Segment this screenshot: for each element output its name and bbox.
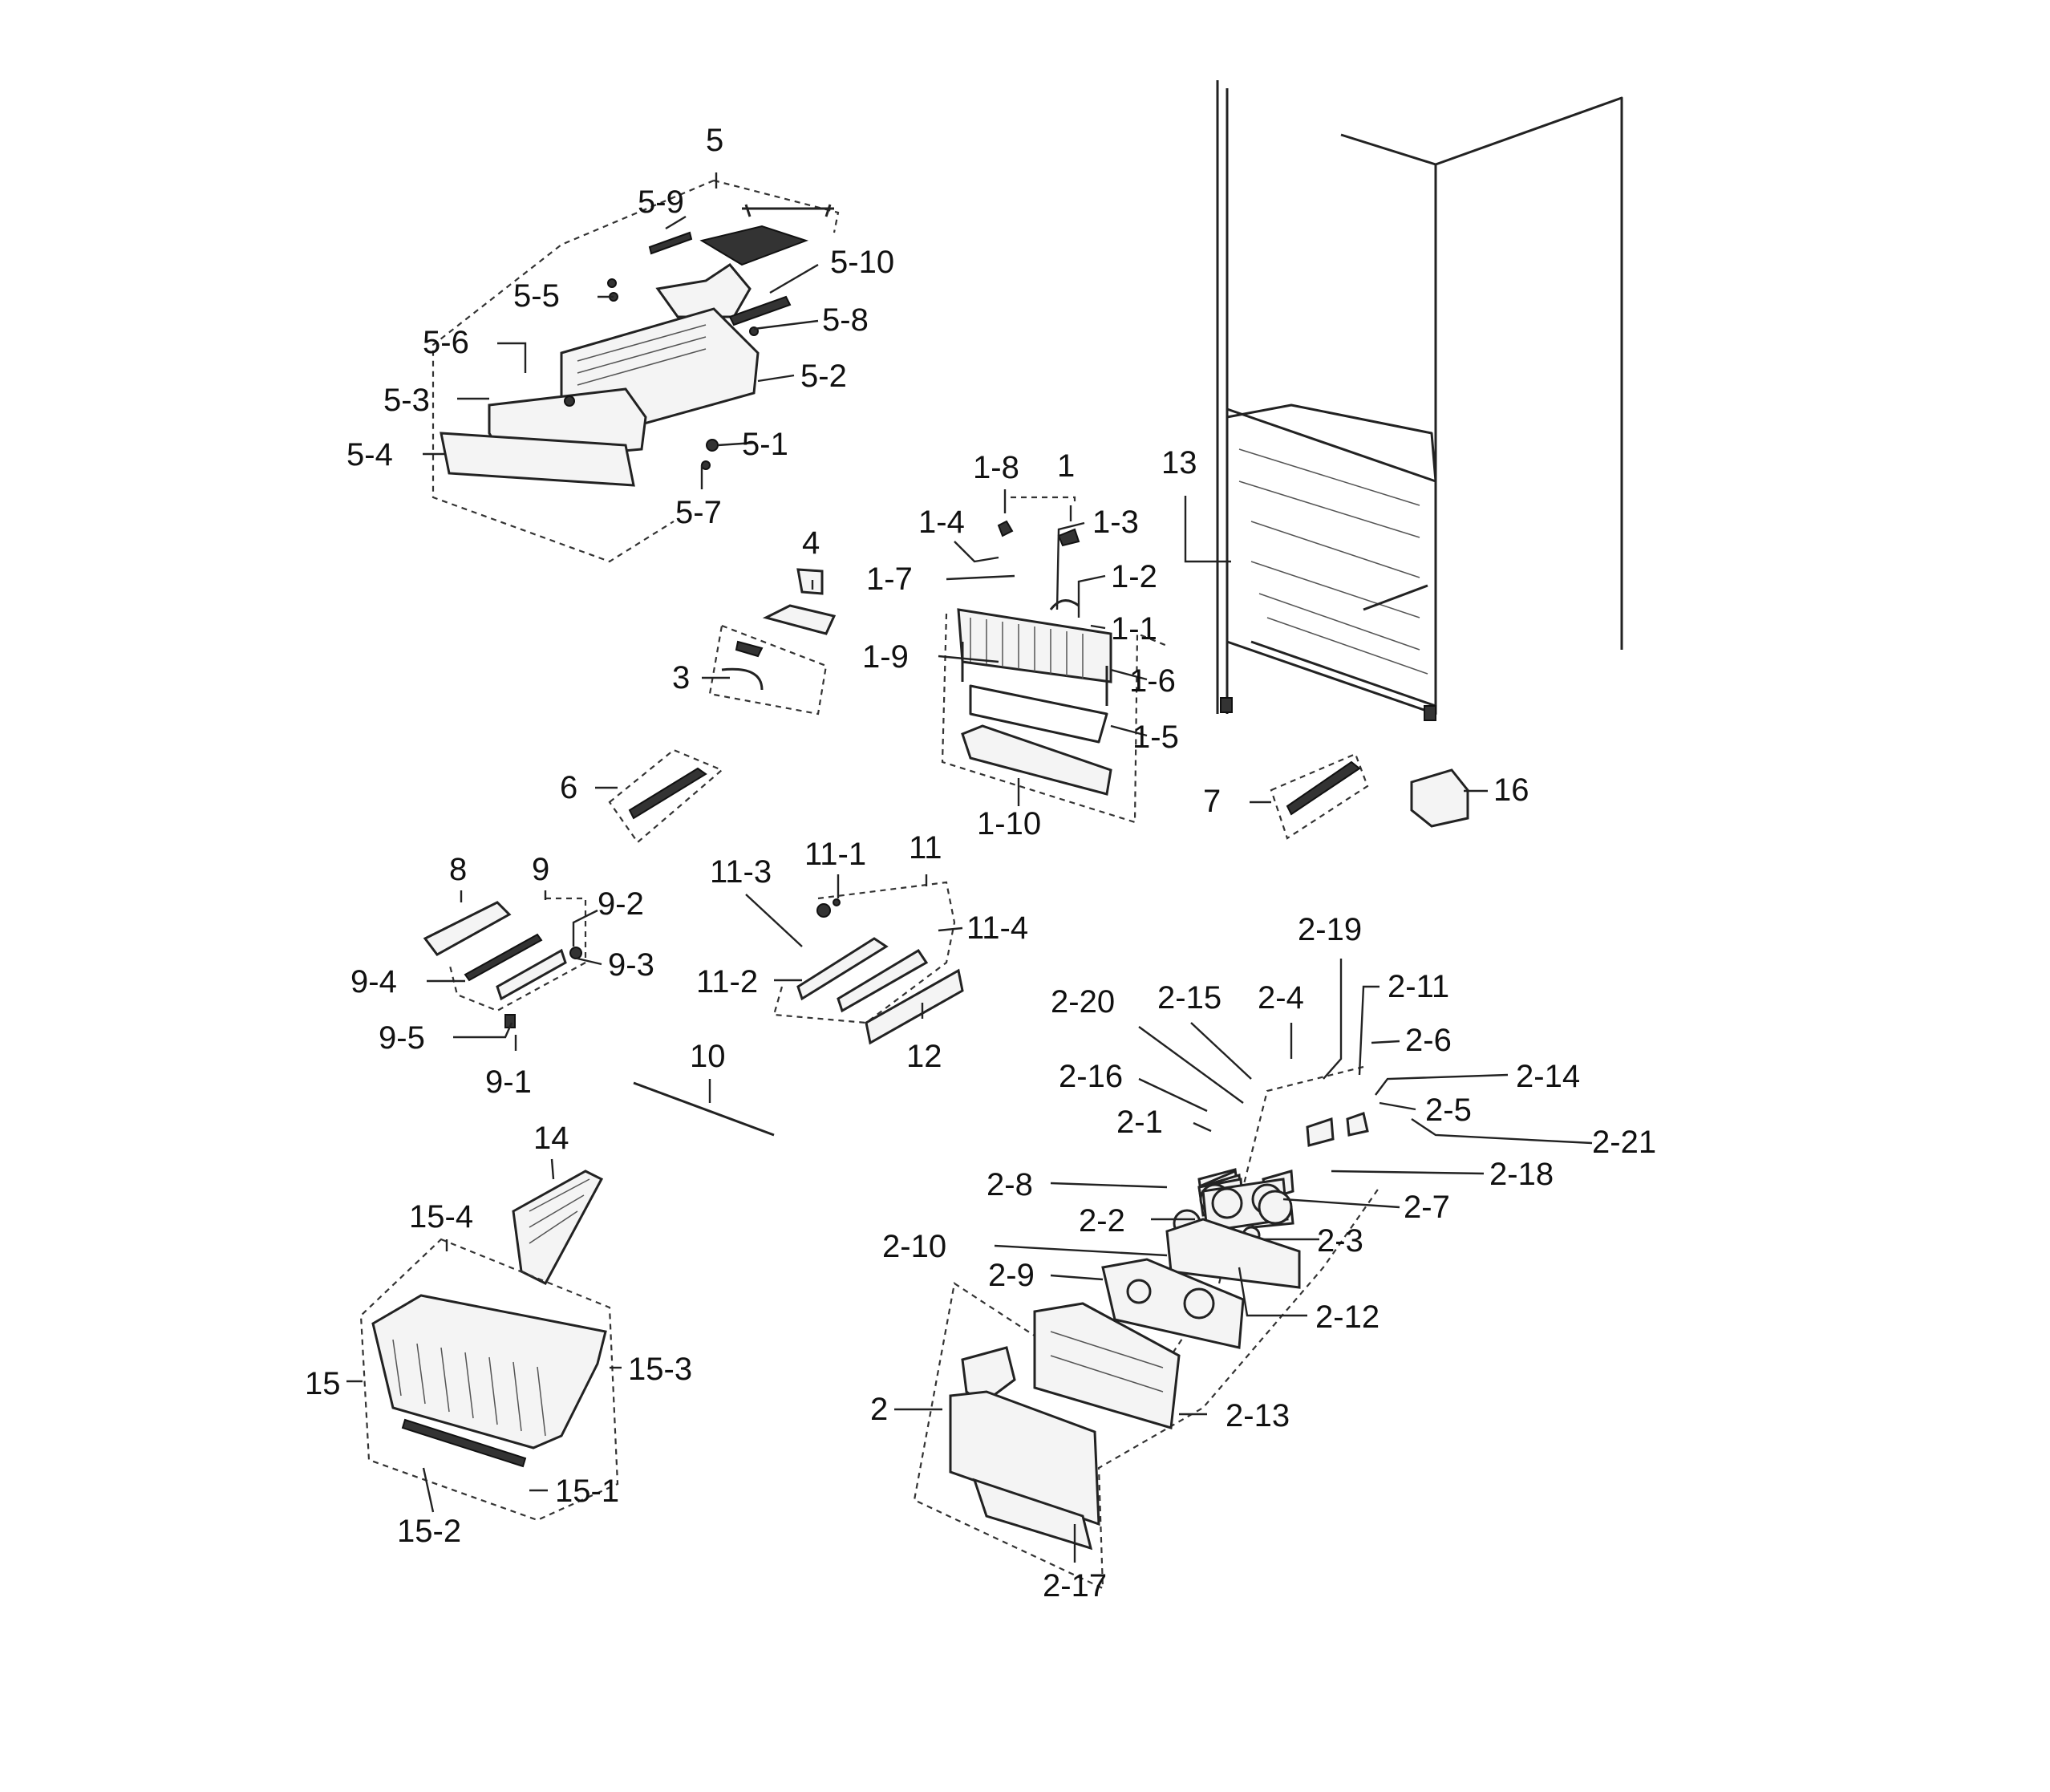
label-2-8: 2-8: [987, 1167, 1033, 1202]
evaporator-assembly-1: [941, 496, 1168, 824]
label-1-1: 1-1: [1111, 611, 1157, 647]
label-14: 14: [533, 1121, 569, 1156]
label-4: 4: [802, 525, 820, 561]
label-5-2: 5-2: [800, 359, 847, 394]
label-2-15: 2-15: [1157, 980, 1221, 1016]
refrigerator-cabinet: [1216, 80, 1623, 721]
label-2-19: 2-19: [1298, 912, 1362, 947]
label-2-7: 2-7: [1404, 1190, 1450, 1225]
label-5-4: 5-4: [346, 437, 393, 472]
label-5-5: 5-5: [513, 278, 560, 314]
label-1-4: 1-4: [918, 505, 965, 540]
label-5-7: 5-7: [675, 495, 722, 530]
label-5-6: 5-6: [423, 325, 469, 360]
label-2-1: 2-1: [1116, 1105, 1163, 1140]
label-2-2: 2-2: [1079, 1203, 1125, 1239]
label-2-13: 2-13: [1226, 1398, 1290, 1433]
label-5-9: 5-9: [638, 184, 684, 220]
label-11-4: 11-4: [966, 910, 1028, 946]
leader-lines: [346, 172, 1593, 1563]
label-2-17: 2-17: [1043, 1568, 1107, 1603]
label-2-3: 2-3: [1317, 1223, 1363, 1259]
label-2-12: 2-12: [1315, 1299, 1379, 1335]
callout-labels: 5 5-9 5-10 5-5 5-8 5-6 5-2 5-3 5-1 5-4 5…: [305, 123, 1656, 1603]
label-9-3: 9-3: [608, 947, 654, 983]
label-2-21: 2-21: [1592, 1125, 1656, 1160]
label-9-1: 9-1: [485, 1064, 532, 1100]
label-9: 9: [532, 852, 549, 887]
label-9-5: 9-5: [379, 1020, 425, 1056]
label-2-5: 2-5: [1425, 1093, 1472, 1128]
label-15-3: 15-3: [628, 1352, 692, 1387]
label-1-8: 1-8: [973, 450, 1019, 485]
label-2-14: 2-14: [1516, 1059, 1580, 1094]
label-11-2: 11-2: [696, 964, 758, 999]
label-15: 15: [305, 1366, 341, 1401]
label-11-3: 11-3: [710, 854, 772, 890]
label-1-6: 1-6: [1129, 663, 1176, 699]
label-13: 13: [1161, 445, 1197, 480]
label-5: 5: [706, 123, 723, 158]
label-2-16: 2-16: [1059, 1059, 1123, 1094]
label-9-2: 9-2: [598, 886, 644, 922]
label-11: 11: [909, 830, 942, 866]
label-1-7: 1-7: [866, 562, 913, 597]
label-5-10: 5-10: [830, 245, 894, 280]
label-2: 2: [870, 1392, 888, 1427]
label-9-4: 9-4: [350, 964, 397, 999]
drawer-assembly-5: [431, 179, 840, 563]
label-2-18: 2-18: [1489, 1157, 1554, 1192]
label-16: 16: [1493, 772, 1529, 808]
label-2-20: 2-20: [1051, 984, 1115, 1020]
label-8: 8: [449, 852, 467, 887]
label-11-1: 11-1: [804, 837, 866, 872]
fan-cover-assembly-2: [913, 1065, 1380, 1590]
label-5-1: 5-1: [742, 427, 788, 462]
label-5-8: 5-8: [822, 302, 869, 338]
label-1-9: 1-9: [862, 639, 909, 675]
label-2-4: 2-4: [1258, 980, 1304, 1016]
label-5-3: 5-3: [383, 383, 430, 418]
label-2-6: 2-6: [1405, 1023, 1452, 1058]
label-15-2: 15-2: [397, 1514, 461, 1549]
label-2-11: 2-11: [1388, 969, 1449, 1004]
label-1-3: 1-3: [1092, 505, 1139, 540]
label-1-2: 1-2: [1111, 559, 1157, 594]
label-15-1: 15-1: [555, 1474, 619, 1509]
label-1-5: 1-5: [1132, 720, 1179, 755]
label-1: 1: [1057, 448, 1075, 484]
label-7: 7: [1203, 784, 1221, 819]
rails-6-7-16: [608, 748, 1469, 844]
label-12: 12: [906, 1039, 942, 1074]
label-1-10: 1-10: [977, 806, 1041, 841]
parts-3-4: [708, 568, 837, 716]
basket-assembly-15: [359, 1170, 619, 1522]
label-10: 10: [690, 1039, 726, 1074]
label-3: 3: [672, 660, 690, 695]
label-2-10: 2-10: [882, 1229, 946, 1264]
label-15-4: 15-4: [409, 1199, 473, 1235]
label-6: 6: [560, 770, 577, 805]
rails-8-9: [423, 897, 587, 1028]
label-2-9: 2-9: [988, 1258, 1035, 1293]
rails-11-12-10: [633, 881, 964, 1137]
